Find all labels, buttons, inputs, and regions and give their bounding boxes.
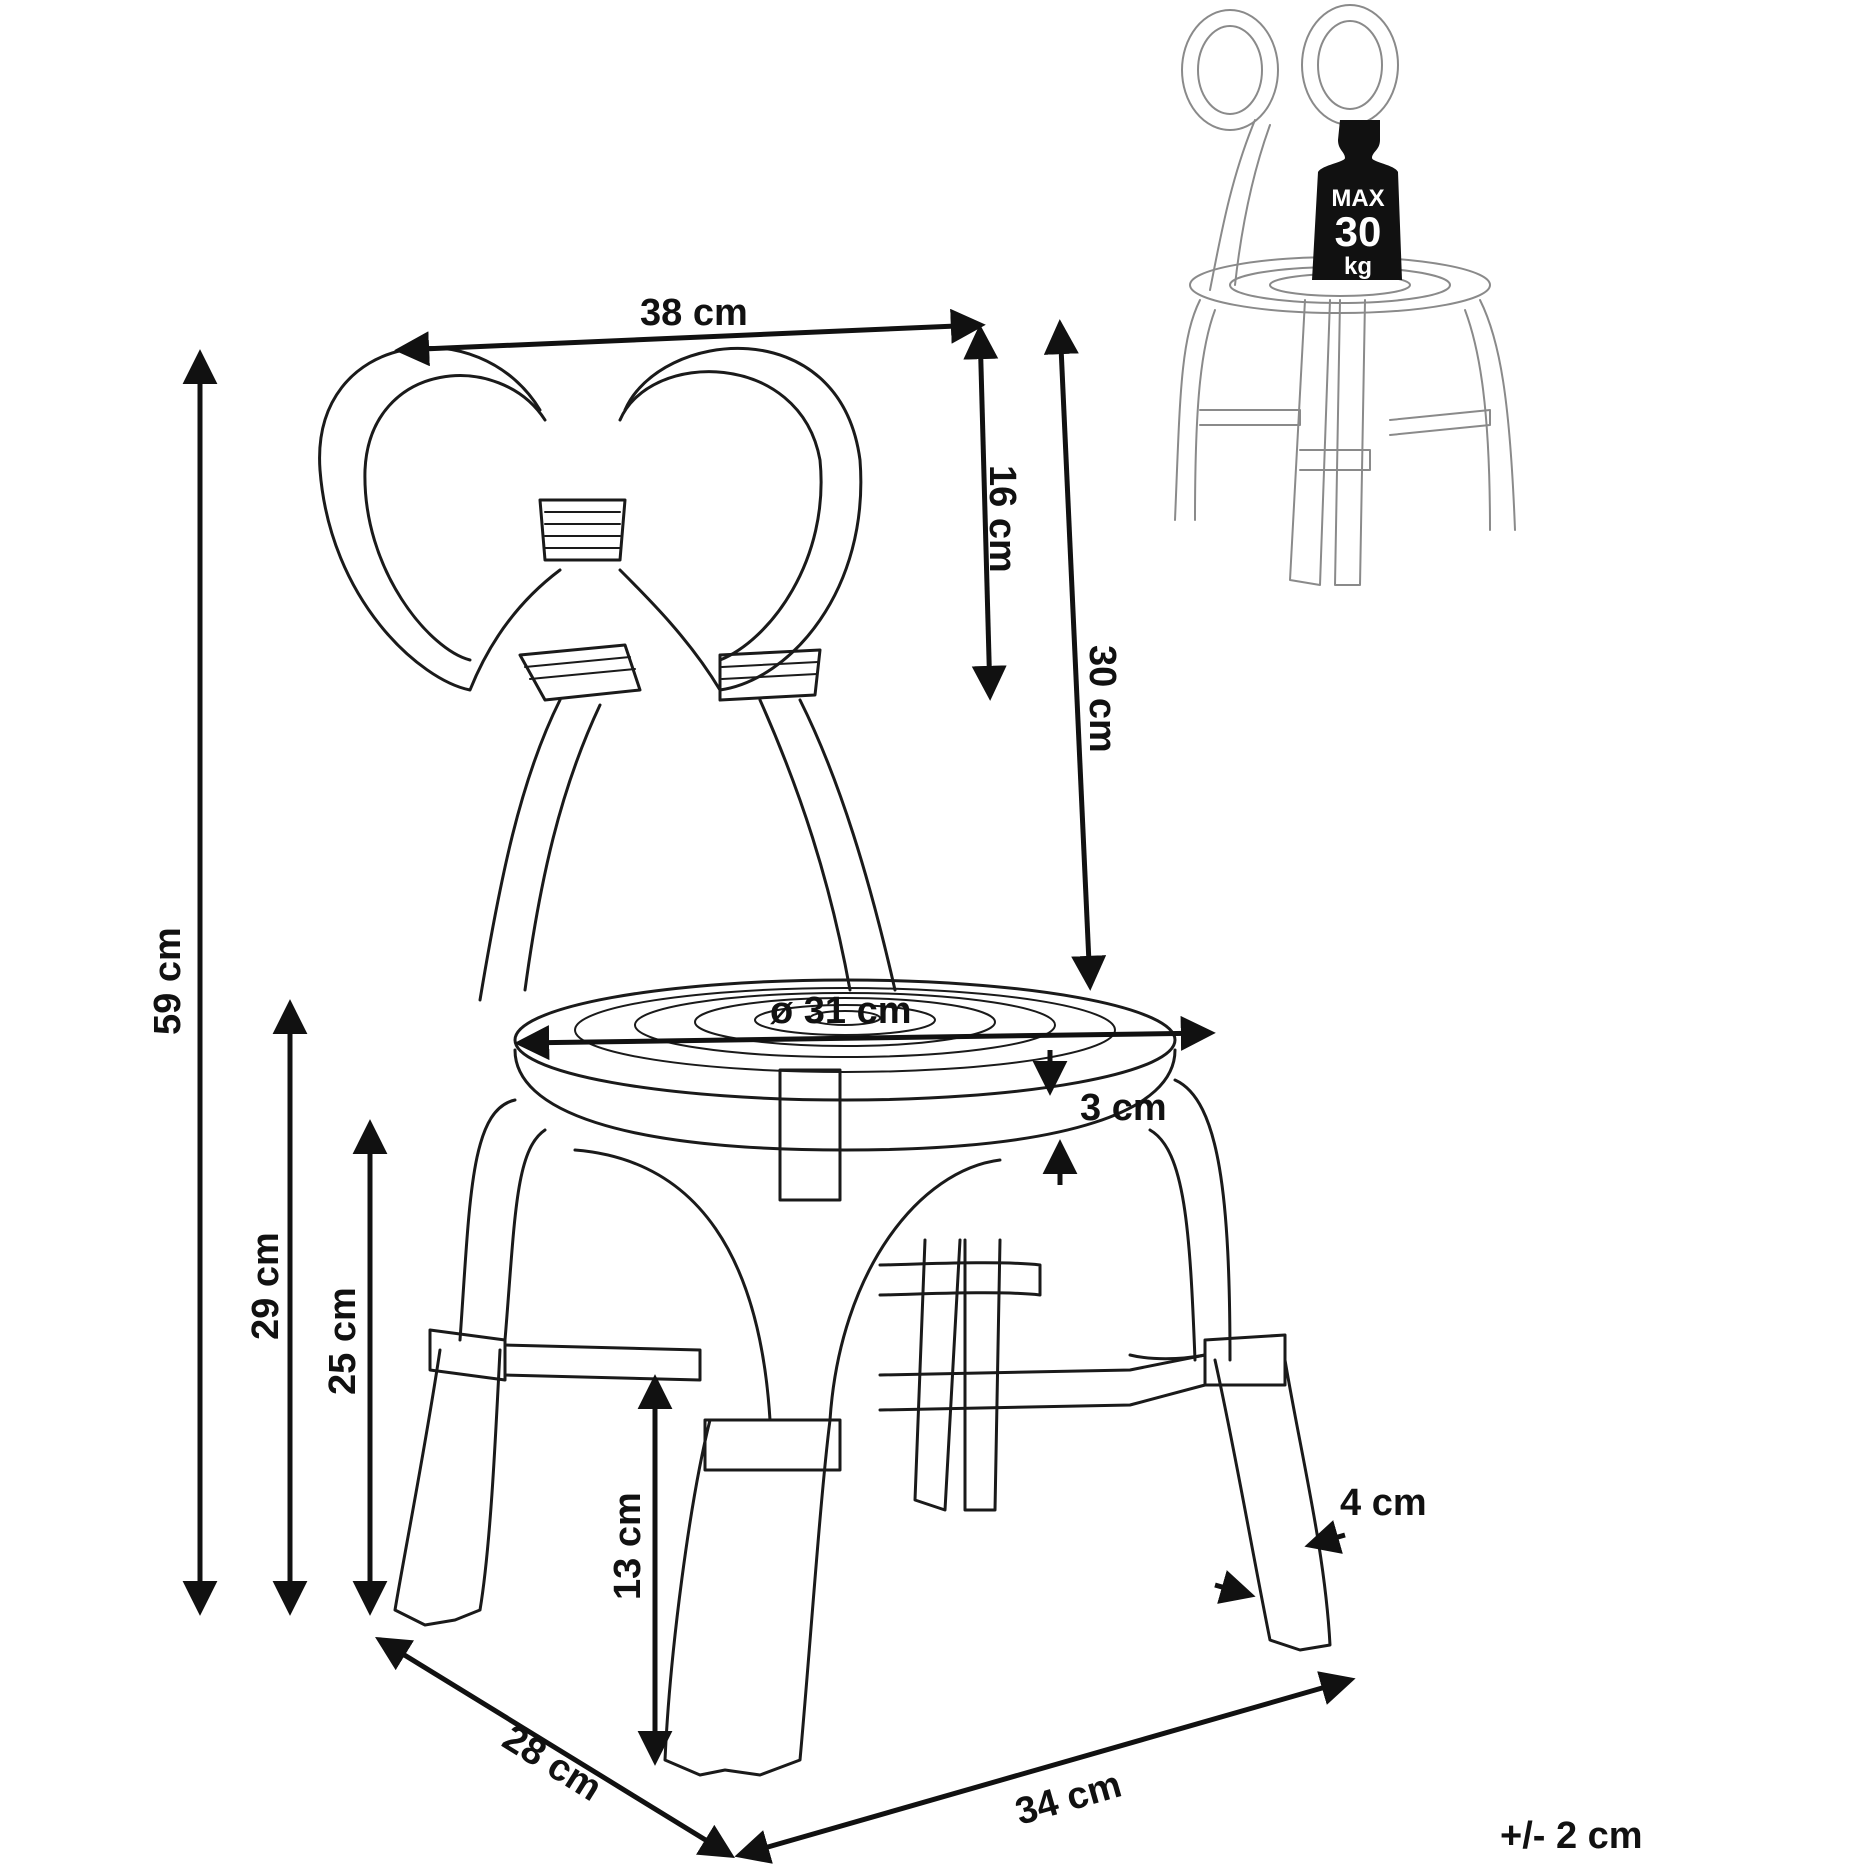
arrow-leg-thickness-left bbox=[1214, 1570, 1256, 1604]
backrest-loops bbox=[318, 346, 863, 702]
max-load-label-unit: kg bbox=[1344, 253, 1372, 280]
arrow-width-top bbox=[394, 308, 986, 367]
arrow-leg-thickness-right bbox=[1304, 1520, 1346, 1554]
chair-thumbnail bbox=[1174, 4, 1516, 586]
chair-legs bbox=[393, 1068, 1332, 1777]
label-width-top: 38 cm bbox=[640, 292, 748, 334]
label-seat-diameter: ø 31 cm bbox=[770, 990, 912, 1032]
label-total-height: 59 cm bbox=[147, 927, 189, 1035]
arrow-backrest-height bbox=[1043, 319, 1107, 991]
chair-stretchers bbox=[503, 1261, 1207, 1412]
dimension-arrows bbox=[182, 308, 1356, 1864]
chair-main-drawing bbox=[318, 346, 1332, 1777]
arrow-width-bottom bbox=[734, 1671, 1356, 1864]
max-load-weight-icon: MAX 30 kg bbox=[1312, 120, 1402, 280]
label-leg-thickness: 4 cm bbox=[1340, 1482, 1427, 1524]
max-load-label-max: MAX bbox=[1331, 185, 1384, 212]
arrow-backrest-loop-height bbox=[963, 324, 1007, 701]
label-seat-thickness: 3 cm bbox=[1080, 1087, 1167, 1129]
label-seat-height-25: 25 cm bbox=[322, 1287, 364, 1395]
arrow-seat-diameter bbox=[514, 1015, 1216, 1061]
arrow-depth bbox=[375, 1636, 735, 1859]
label-seat-height-29: 29 cm bbox=[245, 1232, 287, 1340]
backrest-uprights bbox=[478, 698, 897, 1002]
label-backrest-loop-height: 16 cm bbox=[981, 465, 1023, 573]
label-depth: 28 cm bbox=[495, 1717, 609, 1810]
label-stretcher-height: 13 cm bbox=[607, 1492, 649, 1600]
max-load-label-value: 30 bbox=[1335, 208, 1382, 255]
weight-shape bbox=[1312, 120, 1402, 280]
label-tolerance: +/- 2 cm bbox=[1500, 1815, 1643, 1857]
label-backrest-height: 30 cm bbox=[1081, 645, 1123, 753]
